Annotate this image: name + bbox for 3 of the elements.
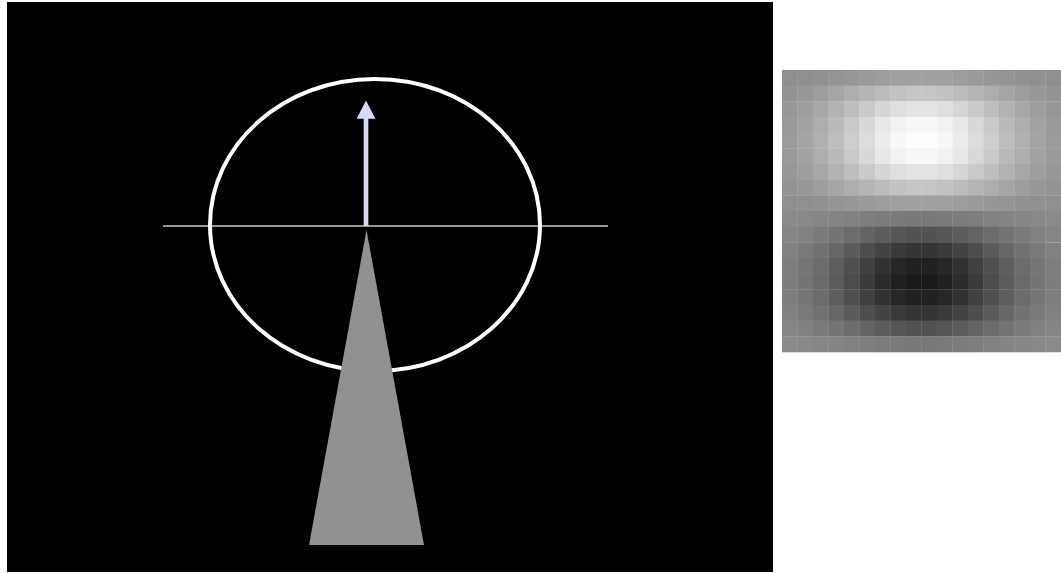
ellipse [208,77,542,373]
triangle [309,230,424,545]
pixel-image-drawing [782,70,1061,353]
